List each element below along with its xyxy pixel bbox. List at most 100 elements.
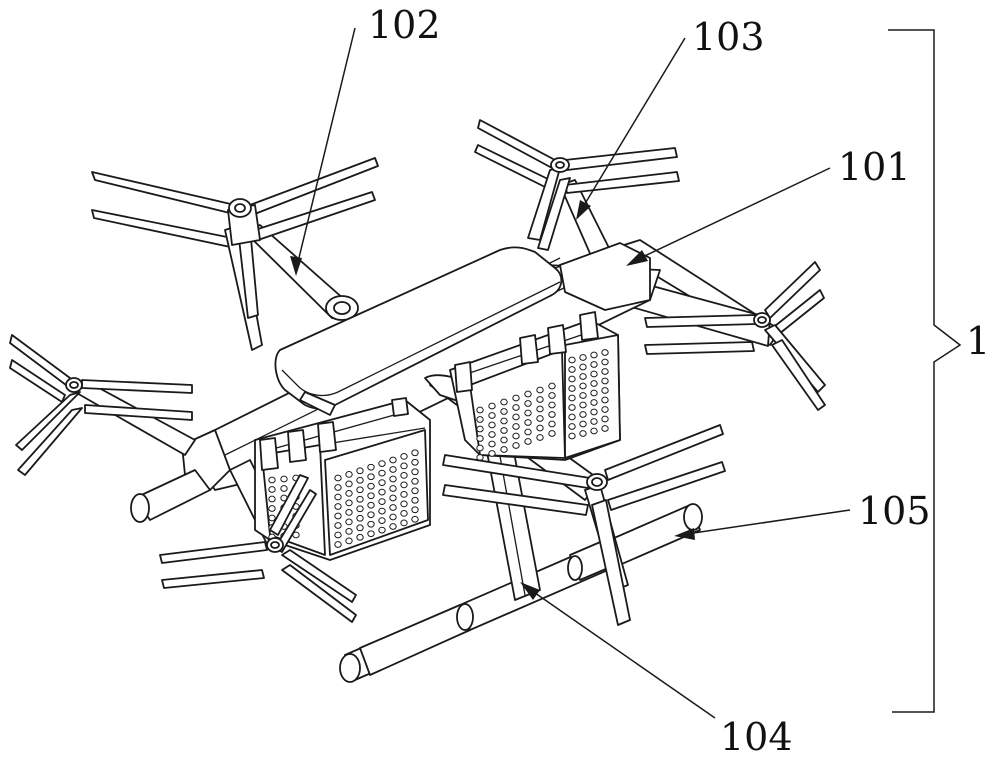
vent-hole — [400, 472, 408, 479]
assembly-bracket — [888, 29, 962, 713]
vent-hole — [378, 460, 386, 467]
vent-hole — [579, 411, 587, 418]
vent-hole — [524, 400, 532, 407]
vent-hole — [411, 468, 419, 476]
vent-hole — [512, 394, 520, 402]
vent-hole — [268, 486, 276, 493]
vent-hole — [268, 514, 276, 522]
vent-hole — [389, 475, 397, 483]
vent-hole — [500, 446, 508, 453]
vent-hole — [568, 366, 576, 373]
vent-hole — [356, 533, 364, 541]
vent-hole — [389, 485, 397, 492]
vent-hole — [334, 493, 342, 501]
vent-hole — [378, 479, 386, 486]
vent-hole — [476, 406, 484, 414]
label-1: 1 — [966, 319, 991, 363]
vent-hole — [568, 423, 576, 430]
vent-hole — [476, 435, 484, 442]
vent-hole — [367, 511, 375, 519]
vent-hole — [524, 409, 532, 417]
vent-hole — [548, 411, 556, 418]
vent-hole — [400, 500, 408, 508]
vent-hole — [488, 440, 496, 448]
vent-hole — [378, 507, 386, 515]
vent-hole — [536, 434, 544, 441]
vent-hole — [500, 408, 508, 415]
vent-hole — [334, 484, 342, 491]
vent-hole — [356, 486, 364, 494]
vent-hole — [367, 463, 375, 471]
vent-hole — [579, 401, 587, 409]
vent-hole — [367, 482, 375, 490]
vent-hole — [601, 415, 609, 423]
vent-hole — [579, 373, 587, 380]
vent-hole — [601, 349, 609, 356]
vent-hole — [524, 438, 532, 445]
vent-hole — [280, 485, 288, 492]
label-103: 103 — [692, 15, 765, 59]
vent-hole — [488, 431, 496, 438]
vent-hole — [579, 392, 587, 399]
vent-hole — [500, 398, 508, 406]
vent-hole — [268, 495, 276, 503]
vent-hole — [488, 421, 496, 429]
vent-hole — [356, 524, 364, 532]
vent-hole — [400, 453, 408, 460]
vent-hole — [268, 505, 276, 512]
vent-hole — [568, 432, 576, 440]
vent-hole — [512, 432, 520, 440]
vent-hole — [488, 412, 496, 419]
vent-hole — [367, 473, 375, 481]
vent-hole — [590, 418, 598, 425]
vent-hole — [389, 456, 397, 464]
vent-hole — [601, 387, 609, 394]
vent-hole — [476, 425, 484, 433]
vent-hole — [579, 354, 587, 361]
back-skid — [130, 469, 211, 523]
vent-hole — [590, 389, 598, 397]
leader-101 — [626, 167, 831, 266]
vent-hole — [568, 356, 576, 364]
vent-hole — [601, 377, 609, 385]
vent-hole — [590, 351, 598, 359]
vent-hole — [512, 413, 520, 421]
vent-hole — [548, 420, 556, 428]
vent-holes-right — [476, 349, 609, 461]
vent-hole — [378, 517, 386, 524]
vent-hole — [536, 396, 544, 403]
vent-hole — [411, 458, 419, 466]
vent-hole — [345, 528, 353, 535]
rotor-rear-left — [474, 119, 680, 251]
vent-hole — [345, 518, 353, 526]
vent-hole — [548, 401, 556, 409]
vent-hole — [345, 499, 353, 507]
vent-hole — [476, 416, 484, 423]
rotor-rear-right — [644, 261, 826, 411]
vent-hole — [548, 382, 556, 390]
vent-hole — [536, 386, 544, 394]
vent-hole — [411, 515, 419, 523]
vent-hole — [345, 471, 353, 478]
vent-hole — [345, 490, 353, 497]
vent-hole — [500, 436, 508, 444]
vent-hole — [512, 423, 520, 430]
vent-hole — [500, 417, 508, 425]
vent-hole — [590, 427, 598, 435]
vent-hole — [568, 413, 576, 421]
vent-hole — [512, 442, 520, 449]
vent-hole — [411, 487, 419, 495]
vent-hole — [411, 477, 419, 485]
vent-hole — [488, 402, 496, 410]
rotor-front-left — [91, 157, 379, 351]
vent-hole — [280, 475, 288, 483]
vent-hole — [536, 415, 544, 422]
vent-hole — [524, 390, 532, 398]
leader-104 — [520, 582, 716, 719]
vent-hole — [400, 519, 408, 527]
vent-hole — [400, 481, 408, 489]
vent-hole — [334, 522, 342, 529]
vent-hole — [367, 520, 375, 528]
vent-hole — [568, 375, 576, 383]
